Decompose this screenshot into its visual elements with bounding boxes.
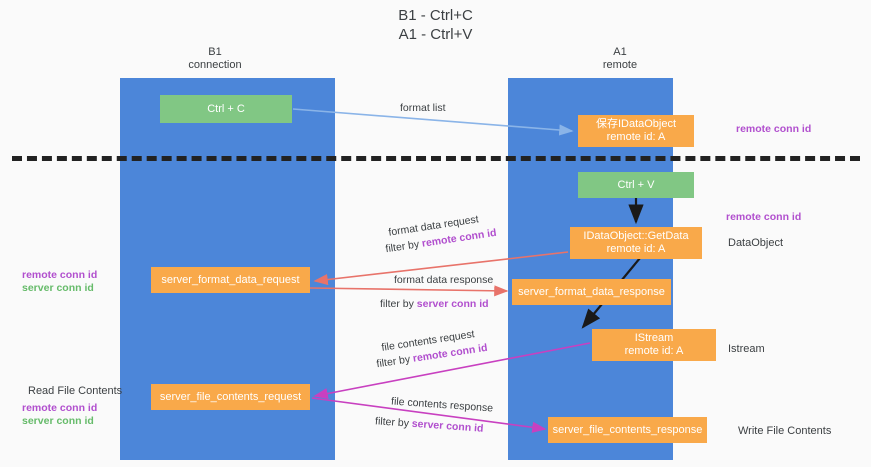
edge-label-format-data-response-filter: filter by server conn id: [380, 297, 489, 311]
section-divider: [12, 156, 860, 161]
filter-key-server-conn-id: server conn id: [416, 298, 489, 310]
filter-prefix: filter by: [375, 352, 414, 371]
node-server-format-data-request[interactable]: server_format_data_request: [151, 267, 310, 293]
label-remote-conn-id-left-bottom: remote conn id: [22, 402, 98, 414]
edge-label-file-contents-response-filter: filter by server conn id: [375, 414, 484, 436]
edge-label-format-list: format list: [400, 102, 446, 114]
edge-label-file-contents-response: file contents response: [390, 395, 494, 415]
node-ctrl-c[interactable]: Ctrl + C: [160, 95, 292, 123]
edge-label-format-data-response: format data response: [394, 274, 494, 286]
label-remote-conn-id-top: remote conn id: [736, 123, 812, 135]
label-server-conn-id-left-top: server conn id: [22, 282, 94, 294]
filter-prefix: filter by: [374, 415, 413, 430]
label-server-conn-id-left-bottom: server conn id: [22, 415, 94, 427]
filter-prefix: filter by: [380, 298, 417, 310]
label-conn-ids-top: remote conn id server conn id: [22, 269, 97, 295]
node-idataobject-getdata[interactable]: IDataObject::GetData remote id: A: [570, 227, 702, 259]
label-conn-ids-bottom: remote conn id server conn id: [22, 402, 97, 428]
node-server-format-data-response[interactable]: server_format_data_response: [512, 279, 671, 305]
label-read-file-contents: Read File Contents: [28, 385, 123, 397]
edge-format-data-response: [309, 285, 509, 297]
node-istream[interactable]: IStream remote id: A: [592, 329, 716, 361]
column-header-a1: A1 remote: [602, 46, 638, 71]
column-header-b1: B1 connection: [188, 46, 242, 71]
filter-key-server-conn-id: server conn id: [411, 417, 484, 435]
label-remote-conn-id-left-top: remote conn id: [22, 269, 98, 281]
node-ctrl-v[interactable]: Ctrl + V: [578, 172, 694, 198]
label-istream: Istream: [728, 343, 765, 355]
label-write-file-contents: Write File Contents: [738, 425, 832, 437]
label-dataobject: DataObject: [728, 237, 784, 249]
node-server-file-contents-request[interactable]: server_file_contents_request: [151, 384, 310, 410]
node-server-file-contents-response[interactable]: server_file_contents_response: [548, 417, 707, 443]
node-save-idataobject[interactable]: 保存IDataObject remote id: A: [578, 115, 694, 147]
label-remote-conn-id-mid: remote conn id: [726, 211, 802, 223]
page-title: B1 - Ctrl+C A1 - Ctrl+V: [398, 7, 473, 43]
filter-prefix: filter by: [384, 237, 423, 256]
